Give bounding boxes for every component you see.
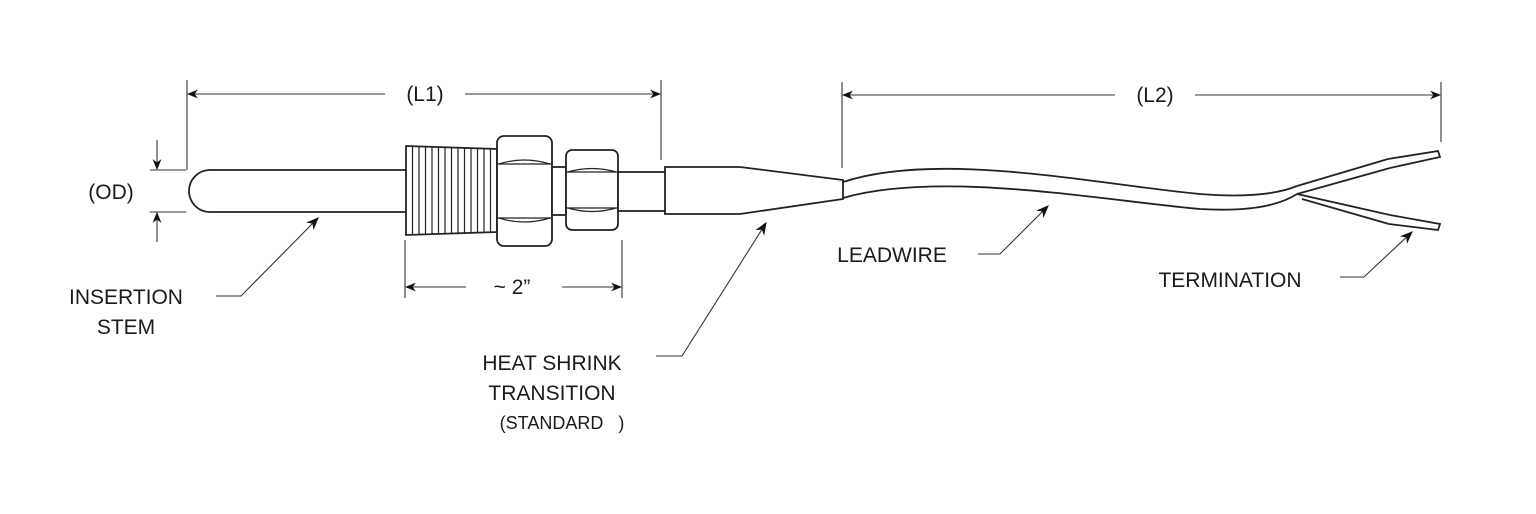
insertion-stem-label-line1: INSERTION xyxy=(69,286,183,309)
heat-shrink-label-line3: (STANDARD ) xyxy=(500,413,625,433)
callout-insertion-stem: INSERTION STEM xyxy=(69,217,319,339)
od-label: (OD) xyxy=(88,181,134,204)
l2-label: (L2) xyxy=(1136,84,1173,107)
leadwire-top-edge xyxy=(842,167,1298,197)
fitting-length-label: ~ 2” xyxy=(494,276,531,299)
conductor-upper-tip xyxy=(1387,149,1442,169)
insertion-stem-leader xyxy=(216,217,319,297)
insertion-stem-label-line2: STEM xyxy=(97,316,155,339)
l1-label: (L1) xyxy=(406,83,443,106)
sensor-assembly xyxy=(188,135,1442,247)
termination-conductors xyxy=(1296,149,1442,231)
conductor-upper-insulation-edge xyxy=(1296,167,1391,195)
heat-shrink-label-line2: TRANSITION xyxy=(488,382,615,405)
heat-shrink-label-line1: HEAT SHRINK xyxy=(482,352,621,375)
hex-nut-large-body xyxy=(496,135,553,247)
insertion-stem xyxy=(188,169,409,213)
callout-heat-shrink: HEAT SHRINK TRANSITION (STANDARD ) xyxy=(482,221,767,433)
l2-dimension: (L2) xyxy=(841,82,1442,168)
l1-dimension: (L1) xyxy=(186,80,662,170)
hex-nut-large xyxy=(496,135,553,247)
conductor-lower-tip xyxy=(1388,214,1442,231)
leadwire-bottom-edge xyxy=(842,185,1298,211)
fitting-neck xyxy=(551,166,567,216)
fitting-dimension: ~ 2” xyxy=(404,240,623,299)
heat-shrink-leader xyxy=(656,221,767,357)
pipe-thread xyxy=(405,145,498,236)
termination-leader xyxy=(1340,231,1413,278)
conductor-upper-insulation xyxy=(1296,158,1389,187)
leadwire-leader xyxy=(978,205,1049,255)
leadwire-label: LEADWIRE xyxy=(837,244,947,267)
sheath-tube xyxy=(617,171,667,212)
od-dimension: (OD) xyxy=(88,140,186,242)
leadwire xyxy=(842,167,1298,211)
hex-nut-small xyxy=(565,149,619,231)
callout-termination: TERMINATION xyxy=(1158,231,1413,292)
callout-leadwire: LEADWIRE xyxy=(837,205,1049,267)
heat-shrink-transition xyxy=(664,166,844,215)
conductor-lower-insulation-edge xyxy=(1301,198,1390,225)
hex-nut-small-body xyxy=(565,149,619,231)
termination-label: TERMINATION xyxy=(1158,269,1301,292)
conductor-lower-insulation xyxy=(1296,193,1391,216)
